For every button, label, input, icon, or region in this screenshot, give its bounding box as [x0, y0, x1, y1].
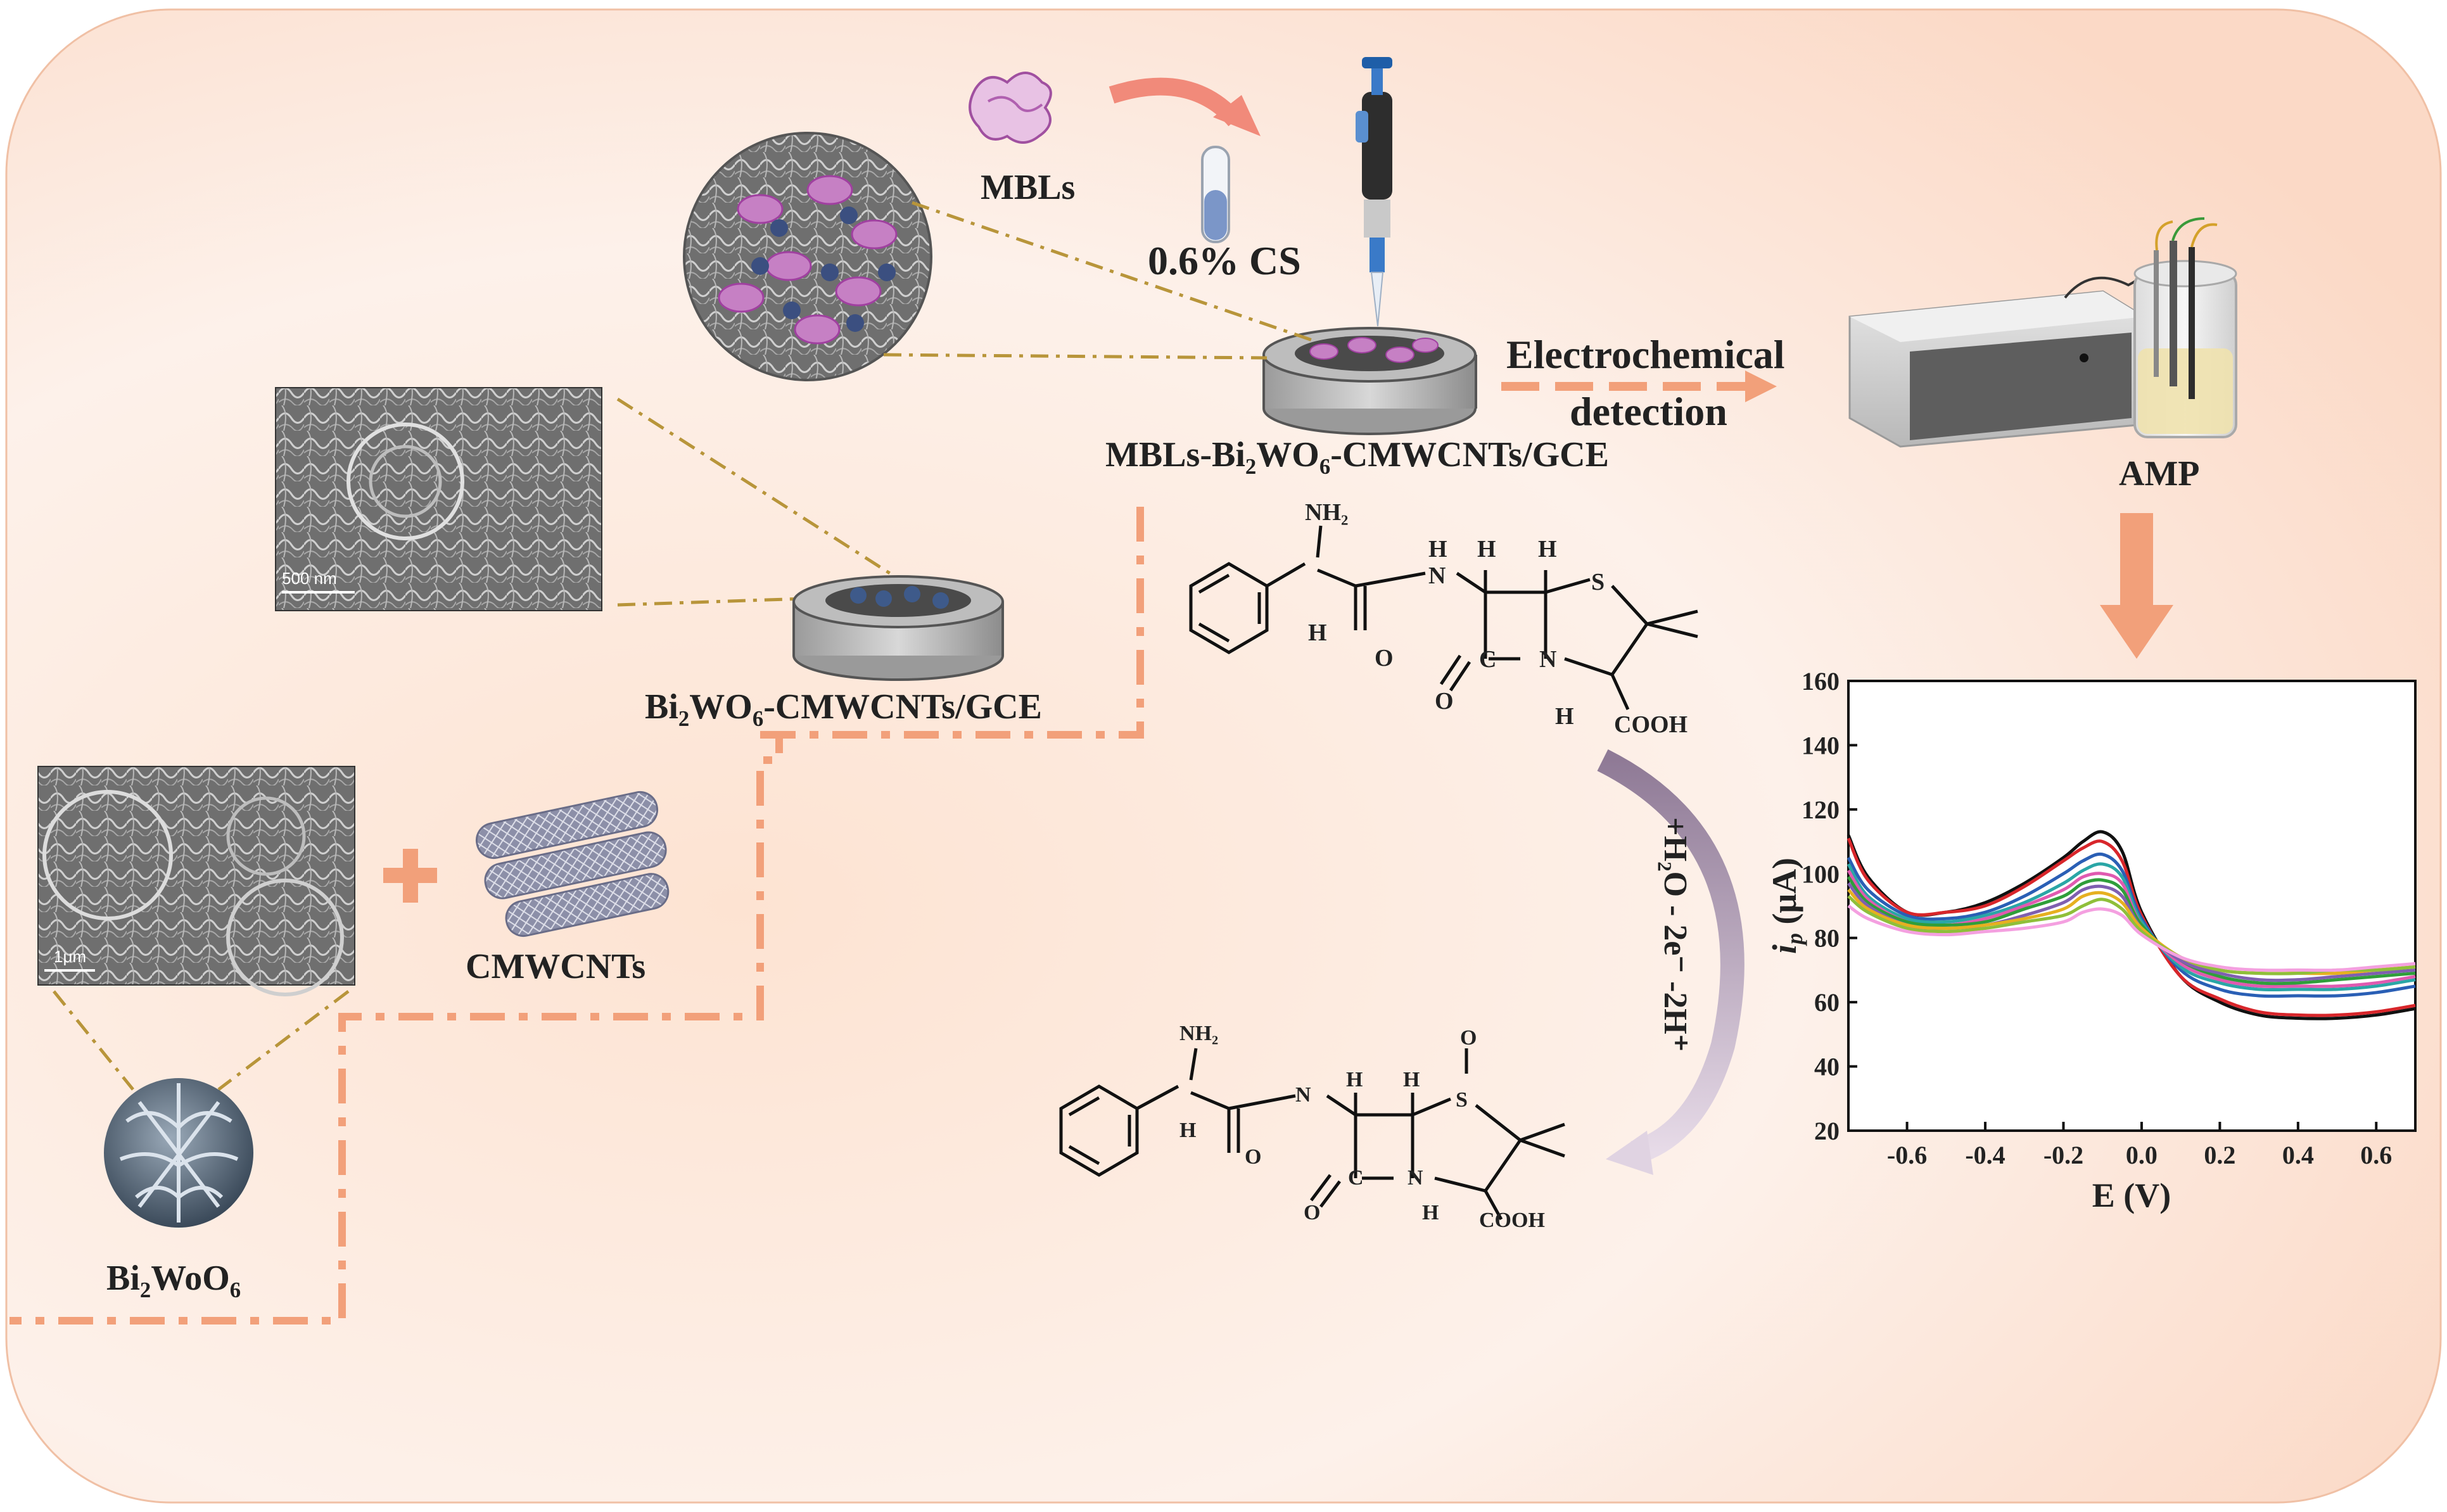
cmwcnts-label: CMWCNTs [466, 947, 646, 986]
sem-image-bottom [37, 766, 355, 996]
mol-top-cooh: COOH [1614, 711, 1688, 738]
mol-top-h4: H [1538, 536, 1557, 562]
mol-bot-o1: O [1245, 1145, 1262, 1169]
mol-bot-h2: H [1346, 1068, 1363, 1091]
electrochemical-cell [2133, 217, 2237, 438]
y-tick-label: 20 [1814, 1117, 1840, 1145]
ampicillin-sulfoxide-structure [1059, 1048, 1565, 1221]
y-tick-label: 60 [1814, 988, 1840, 1017]
mol-top-h3: H [1477, 536, 1496, 562]
mol-bot-h5: H [1422, 1201, 1439, 1224]
mol-top-n1: N [1428, 562, 1446, 589]
x-tick-label: 0.2 [2204, 1141, 2235, 1169]
electrode-mid-label: Bi2WO6-CMWCNTs/GCE [645, 687, 1042, 732]
down-arrow [2100, 513, 2173, 659]
x-tick-label: -0.2 [2043, 1141, 2083, 1169]
series-line-3 [1846, 852, 2416, 998]
mol-top-n2: N [1539, 646, 1557, 673]
x-tick-label: 0.0 [2126, 1141, 2158, 1169]
chart-y-label: ip (μA) [1765, 858, 1807, 954]
mol-bot-n2: N [1408, 1166, 1423, 1190]
y-tick-label: 160 [1802, 667, 1840, 696]
x-tick-label: -0.6 [1887, 1141, 1927, 1169]
mbls-electrode [1262, 327, 1477, 435]
mol-bot-nh2: NH₂ [1179, 1022, 1219, 1045]
chart-x-label: E (V) [2092, 1176, 2171, 1214]
mol-bot-s: S [1456, 1088, 1468, 1112]
series-line-9 [1847, 894, 2416, 975]
y-tick-label: 80 [1814, 924, 1840, 953]
mol-bot-h1: H [1179, 1119, 1197, 1142]
bi2wo6-flower-icon [104, 1078, 253, 1228]
sem-image-top [275, 387, 602, 611]
plus-sign [383, 849, 437, 903]
electrochemical-workstation [1848, 265, 2155, 448]
amp-label: AMP [2119, 454, 2200, 493]
mol-bot-h3: H [1403, 1068, 1420, 1091]
reaction-label: +H₂O - 2e⁻ -2H⁺ [1657, 817, 1693, 1052]
zoom-lines-bottom [53, 990, 350, 1091]
mol-top-h2: H [1428, 536, 1447, 562]
x-tick-label: 0.6 [2360, 1141, 2392, 1169]
y-tick-label: 120 [1802, 796, 1840, 824]
x-tick-label: 0.4 [2282, 1141, 2314, 1169]
mol-bot-o3: O [1460, 1026, 1477, 1050]
cnt-tubes-icon [475, 791, 670, 937]
mol-bot-cooh: COOH [1479, 1209, 1545, 1232]
ampicillin-structure [1189, 525, 1698, 711]
mol-top-s: S [1591, 569, 1605, 595]
zoom-lines-mid [616, 397, 904, 607]
electrochemical-label: Electrochemical [1506, 332, 1785, 377]
mbls-loaded-sphere [683, 132, 932, 381]
electrode-top-label: MBLs-Bi2WO6-CMWCNTs/GCE [1105, 435, 1609, 480]
background-panel [5, 8, 2442, 1504]
series-line-6 [1846, 875, 2416, 986]
mol-top-c: C [1479, 646, 1497, 673]
series-line-2 [1846, 837, 2416, 1017]
y-tick-label: 140 [1802, 731, 1840, 759]
series-line-4 [1846, 862, 2416, 992]
dpv-chart: -0.6 -0.4 -0.2 0.0 0.2 0.4 0.6 20 40 60 80 100 120 14… [1765, 667, 2417, 1214]
detection-label: detection [1570, 389, 1727, 434]
bi2wo6-label: Bi2WoO6 [106, 1259, 241, 1303]
mbls-label: MBLs [981, 168, 1076, 207]
series-line-10 [1847, 904, 2416, 972]
pipette-icon [1356, 57, 1392, 327]
sem-scale-bottom: 1μm [54, 947, 87, 966]
y-tick-label: 40 [1814, 1053, 1840, 1081]
bi2wo6-electrode [792, 575, 1004, 681]
sem-scale-top: 500 nm [282, 569, 337, 588]
mol-top-o1: O [1375, 645, 1394, 671]
cs-vial-icon [1201, 146, 1230, 243]
mol-bot-o2: O [1304, 1201, 1321, 1224]
zoom-lines-top [883, 201, 1318, 360]
connector-lines [10, 507, 1144, 1325]
mol-top-h5: H [1555, 703, 1574, 730]
mbls-protein-icon [969, 72, 1052, 144]
x-tick-label: -0.4 [1965, 1141, 2005, 1169]
mol-top-o2: O [1435, 688, 1454, 715]
detection-arrow [1501, 371, 1777, 402]
mol-bot-c: C [1348, 1166, 1364, 1190]
mol-top-h1: H [1308, 619, 1327, 646]
mol-bot-n1: N [1295, 1083, 1311, 1107]
oxidation-arrow [1597, 749, 1745, 1175]
y-tick-label: 100 [1802, 860, 1840, 888]
mol-top-nh2: NH₂ [1305, 499, 1349, 526]
cs-label: 0.6% CS [1148, 238, 1301, 283]
